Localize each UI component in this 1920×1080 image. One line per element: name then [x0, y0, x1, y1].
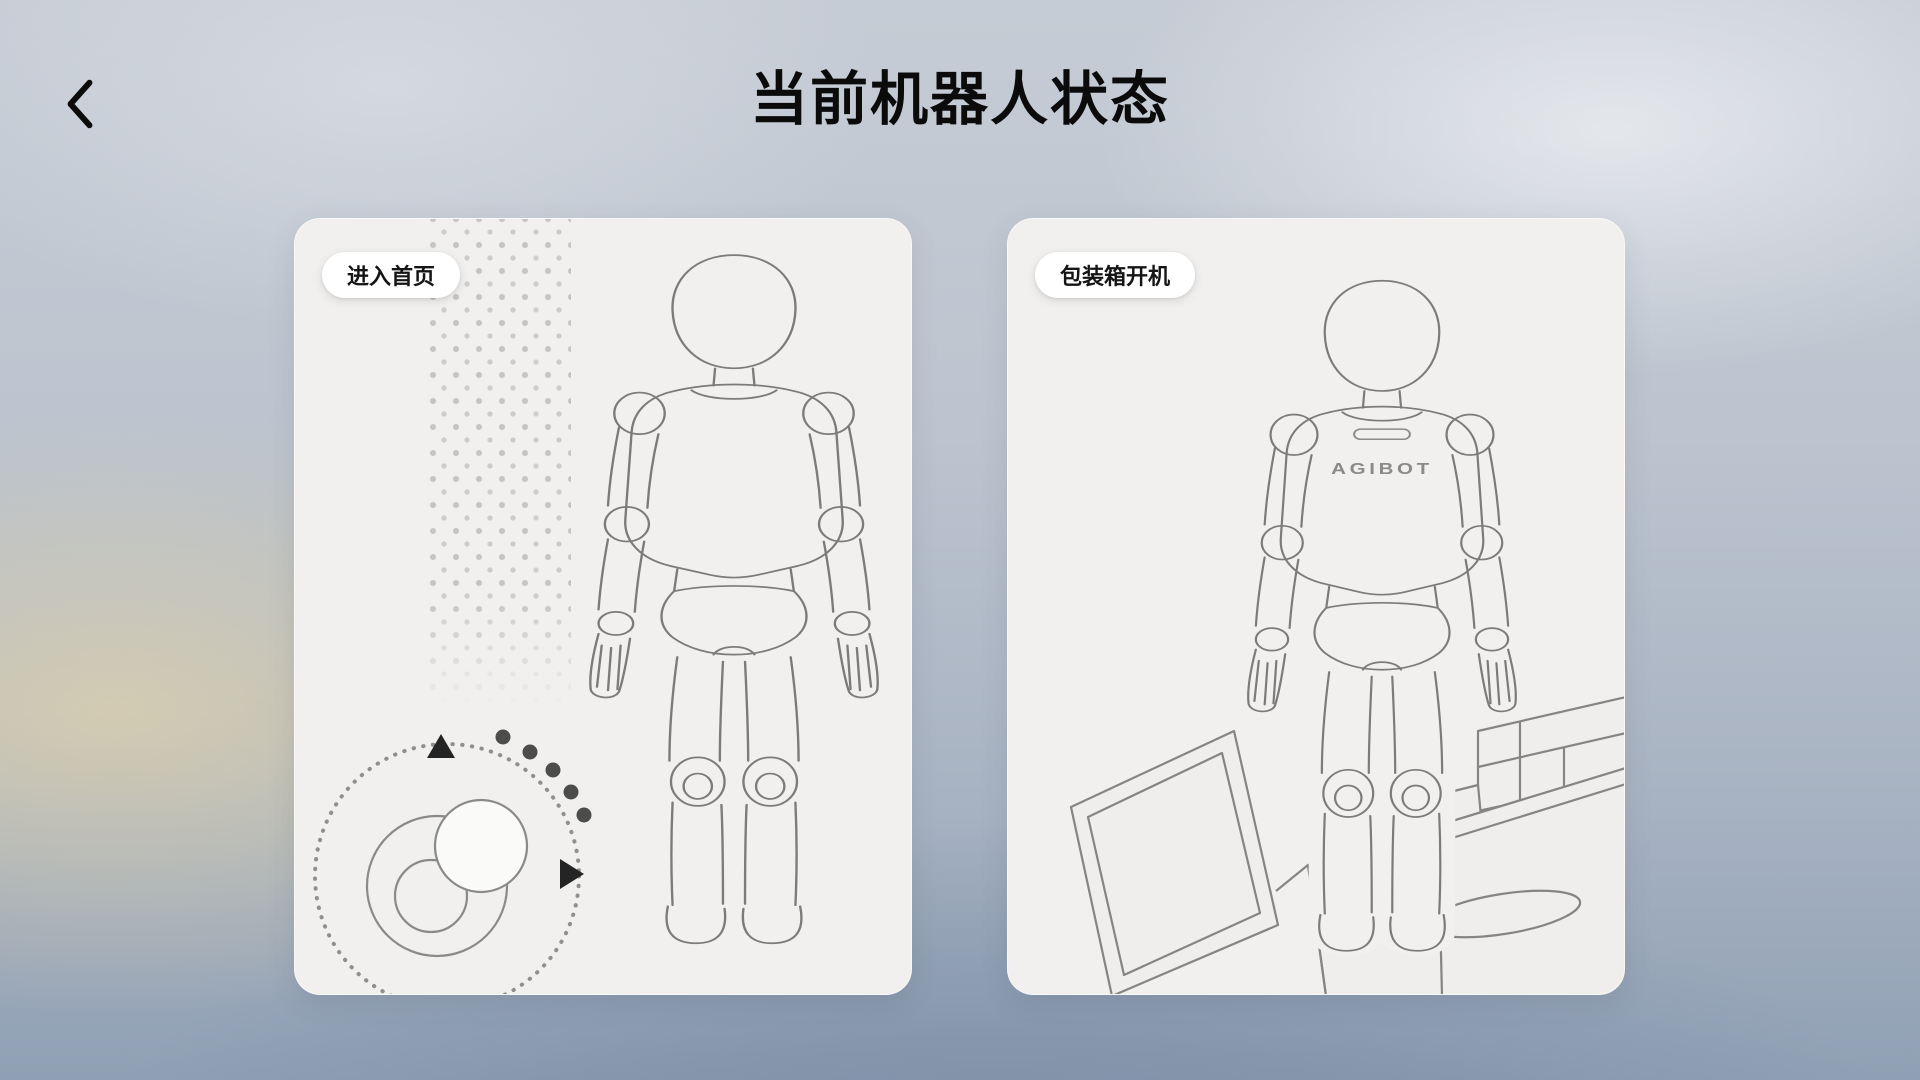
- arrow-up-icon: [427, 734, 455, 758]
- page-title: 当前机器人状态: [749, 67, 1170, 132]
- back-button[interactable]: [56, 78, 104, 130]
- joystick-dial-illustration: [313, 729, 592, 994]
- box-power-on-badge: 包装箱开机: [1035, 252, 1196, 298]
- dial-knob: [433, 798, 529, 894]
- enter-home-badge: 进入首页: [322, 252, 461, 298]
- dial-ring: [365, 814, 509, 958]
- dot-grid-decoration: [429, 219, 571, 707]
- robot-brand-label: AGIBOT: [1331, 459, 1433, 477]
- chevron-left-icon: [67, 79, 93, 129]
- dial-trail-dots: [495, 729, 592, 823]
- dial-inner-circle: [393, 858, 469, 934]
- card-enter-home[interactable]: 进入首页: [294, 218, 912, 995]
- card-box-power-on[interactable]: 包装箱开机: [1007, 218, 1625, 995]
- robot-unboxing-illustration: AGIBOT: [1241, 277, 1523, 956]
- chest-panel: AGIBOT: [1331, 428, 1433, 478]
- arrow-right-icon: [560, 859, 584, 889]
